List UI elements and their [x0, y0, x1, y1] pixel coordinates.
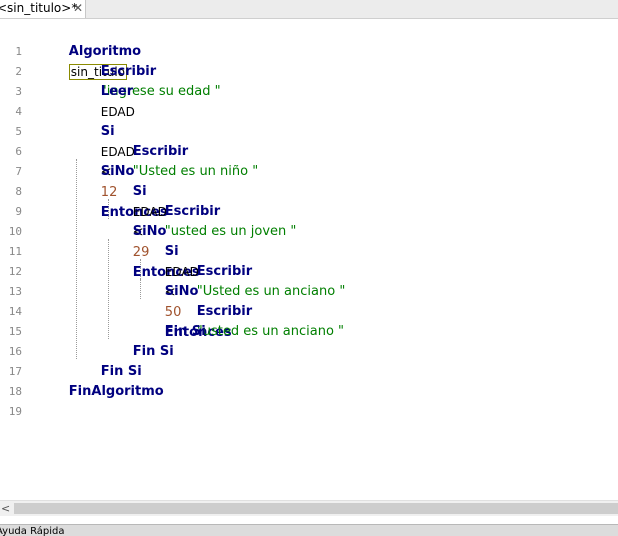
tab-label: <sin_titulo>*	[0, 1, 78, 15]
keyword: Fin Si	[100, 364, 142, 379]
code-line: 19	[0, 382, 618, 418]
horizontal-scrollbar[interactable]: <	[0, 500, 618, 516]
code-line: 13 SiNo	[0, 262, 618, 299]
indent-guide	[108, 199, 109, 219]
operator: <	[132, 225, 144, 240]
line-number: 5	[15, 125, 22, 138]
keyword: Si	[100, 124, 115, 139]
scroll-left-icon[interactable]: <	[1, 502, 11, 515]
tab-bar: <sin_titulo>* ✕	[0, 0, 618, 19]
indent-guide	[76, 159, 77, 359]
spacer	[0, 516, 618, 524]
identifier: EDAD	[100, 145, 135, 159]
keyword: SiNo	[100, 164, 135, 179]
line-number: 11	[8, 245, 22, 258]
keyword: Leer	[100, 84, 134, 99]
line-number: 3	[15, 85, 22, 98]
keyword: SiNo	[164, 284, 199, 299]
line-number: 12	[8, 265, 22, 278]
keyword: FinAlgoritmo	[68, 384, 164, 399]
keyword: Si	[132, 184, 147, 199]
close-icon[interactable]: ✕	[73, 1, 84, 15]
code-line: 14 Escribir "usted es un anciano "	[0, 282, 618, 339]
string-literal: "ingrese su edad "	[100, 84, 221, 99]
code-line: 16 Fin Si	[0, 322, 618, 359]
keyword: Algoritmo	[68, 44, 142, 59]
indent-guide	[140, 279, 141, 299]
line-number: 2	[15, 65, 22, 78]
string-literal: "Usted es un niño "	[132, 164, 259, 179]
string-literal: "Usted es un anciano "	[196, 284, 346, 299]
line-number: 19	[8, 405, 22, 418]
keyword: Escribir	[100, 64, 157, 79]
line-number: 9	[15, 205, 22, 218]
keyword: Escribir	[196, 264, 253, 279]
line-number: 14	[8, 305, 22, 318]
code-line: 2 Escribir "ingrese su edad "	[0, 42, 618, 99]
scrollbar-thumb[interactable]	[14, 503, 618, 514]
code-editor[interactable]: 1 Algoritmo sin_titulo 2 Escribir "ingre…	[0, 19, 618, 500]
identifier: EDAD	[132, 205, 167, 219]
keyword: SiNo	[132, 224, 167, 239]
keyword: Fin Si	[164, 324, 206, 339]
code-line: 9 Escribir "usted es un joven "	[0, 182, 618, 239]
line-number: 6	[15, 145, 22, 158]
code-line: 3 Leer EDAD	[0, 62, 618, 119]
keyword: Escribir	[164, 204, 221, 219]
indent-guide	[140, 259, 141, 279]
line-number: 18	[8, 385, 22, 398]
operator: <	[164, 285, 176, 300]
code-line: 18 FinAlgoritmo	[0, 362, 618, 399]
number-literal: 29	[132, 245, 150, 260]
code-line: 7 SiNo	[0, 142, 618, 179]
code-line: 4	[0, 82, 618, 118]
code-line: 17 Fin Si	[0, 342, 618, 379]
keyword: Fin Si	[132, 344, 174, 359]
algorithm-name: sin_titulo	[68, 64, 128, 80]
string-literal: "usted es un joven "	[164, 224, 297, 239]
code-line: 6 Escribir "Usted es un niño "	[0, 122, 618, 179]
code-line: 15 Fin Si	[0, 302, 618, 339]
code-line: 11 Si EDAD < 50 Entonces	[0, 222, 618, 340]
operator: <	[100, 165, 112, 180]
keyword: Si	[164, 244, 179, 259]
line-number: 15	[8, 325, 22, 338]
code-line: 1 Algoritmo sin_titulo	[0, 22, 618, 80]
quick-help-panel[interactable]: Ayuda Rápida	[0, 524, 618, 536]
line-number: 17	[8, 365, 22, 378]
code-line: 12 Escribir "Usted es un anciano "	[0, 242, 618, 299]
identifier: EDAD	[164, 265, 199, 279]
identifier: EDAD	[100, 105, 135, 119]
keyword: Escribir	[132, 144, 189, 159]
line-number: 13	[8, 285, 22, 298]
number-literal: 12	[100, 185, 118, 200]
line-number: 7	[15, 165, 22, 178]
keyword: Entonces	[164, 325, 232, 340]
code-line: 5 Si EDAD < 12 Entonces	[0, 102, 618, 220]
keyword: Escribir	[196, 304, 253, 319]
quick-help-label: Ayuda Rápida	[0, 526, 65, 536]
line-number: 8	[15, 185, 22, 198]
tab-sin-titulo[interactable]: <sin_titulo>* ✕	[0, 0, 86, 18]
code-line: 10 SiNo	[0, 202, 618, 239]
string-literal: "usted es un anciano "	[196, 324, 345, 339]
line-number: 10	[8, 225, 22, 238]
number-literal: 50	[164, 305, 182, 320]
keyword: Entonces	[100, 205, 168, 220]
code-line: 8 Si EDAD < 29 Entonces	[0, 162, 618, 280]
line-number: 4	[15, 105, 22, 118]
line-number: 16	[8, 345, 22, 358]
keyword: Entonces	[132, 265, 200, 280]
line-number: 1	[15, 45, 22, 58]
indent-guide	[108, 239, 109, 339]
